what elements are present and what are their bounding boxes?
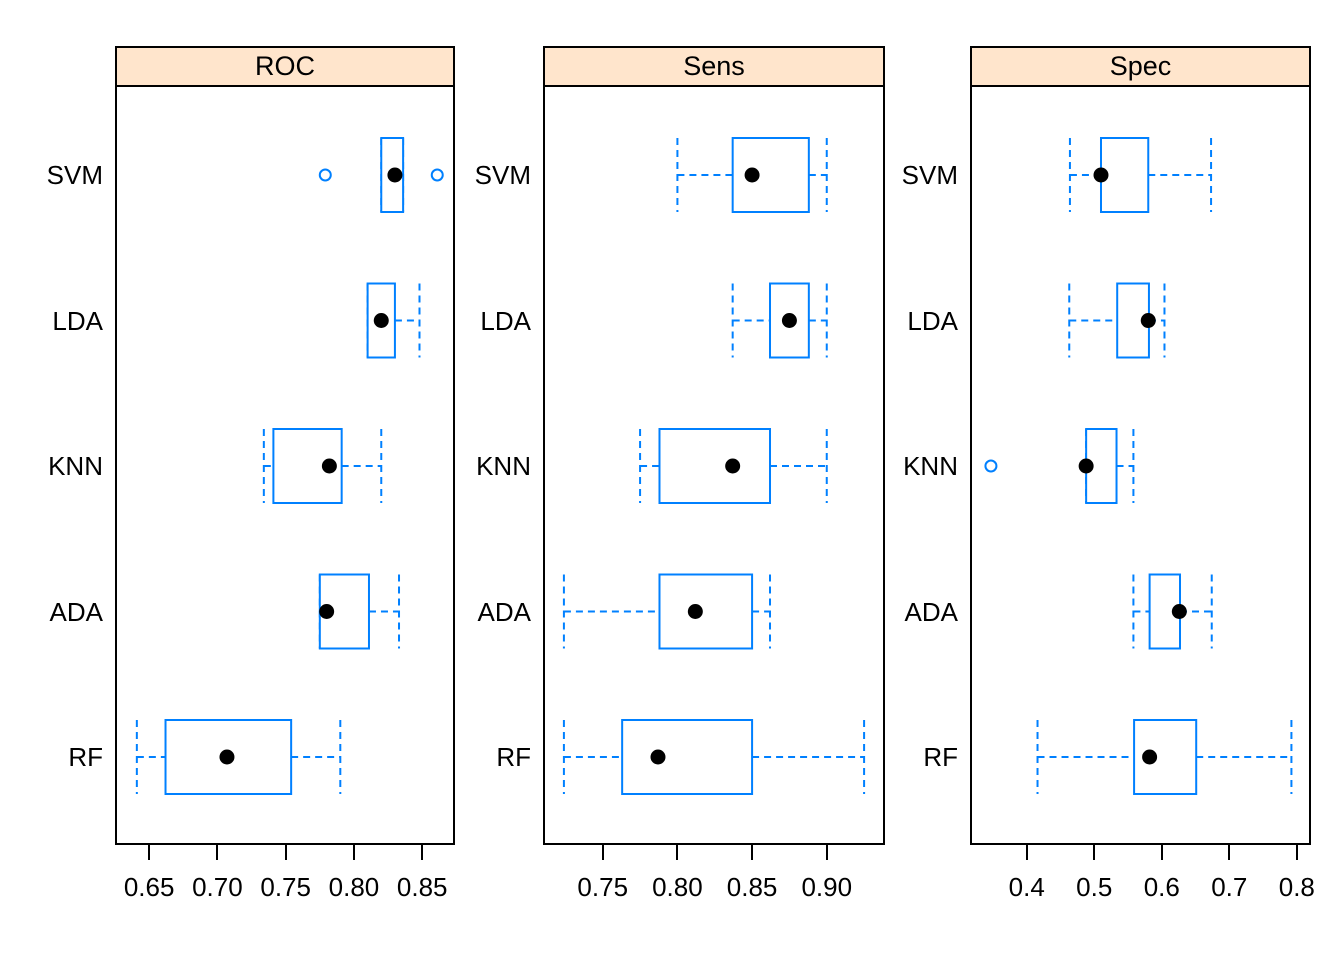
row-label-sens-svm: SVM <box>474 160 531 190</box>
box-sens-svm <box>731 137 810 213</box>
panel-plot-roc <box>115 85 455 845</box>
tick-mark-spec-0.4 <box>1025 845 1028 860</box>
tick-label-spec-0.6: 0.6 <box>1143 872 1180 902</box>
tick-mark-sens-0.75 <box>601 845 604 860</box>
row-label-spec-rf: RF <box>923 742 958 772</box>
median-dot-spec-ada <box>1171 604 1187 619</box>
tick-mark-sens-0.80 <box>676 845 679 860</box>
panel-strip-sens: Sens <box>543 46 885 87</box>
tick-label-spec-0.4: 0.4 <box>1008 872 1045 902</box>
tick-label-roc-0.75: 0.75 <box>260 872 311 902</box>
outlier-roc-svm-1 <box>430 168 444 182</box>
row-label-spec-svm: SVM <box>901 160 958 190</box>
box-sens-knn <box>658 428 772 504</box>
median-dot-sens-ada <box>687 604 703 619</box>
tick-label-spec-0.5: 0.5 <box>1076 872 1113 902</box>
tick-mark-spec-0.7 <box>1228 845 1231 860</box>
row-label-roc-rf: RF <box>68 742 103 772</box>
panel-plot-sens <box>543 85 885 845</box>
tick-mark-roc-0.65 <box>148 845 151 860</box>
median-dot-roc-lda <box>373 313 389 328</box>
median-dot-sens-rf <box>650 749 666 765</box>
row-label-roc-ada: ADA <box>49 596 103 627</box>
panel-border-sens <box>543 85 885 845</box>
row-label-roc-svm: SVM <box>46 160 103 190</box>
tick-mark-roc-0.75 <box>284 845 287 860</box>
tick-label-sens-0.75: 0.75 <box>577 872 629 902</box>
panel-plot-spec <box>970 85 1311 845</box>
tick-mark-spec-0.8 <box>1295 845 1298 860</box>
median-dot-spec-svm <box>1093 167 1109 183</box>
outlier-roc-svm-0 <box>318 168 332 182</box>
tick-label-spec-0.7: 0.7 <box>1211 872 1248 902</box>
median-dot-spec-rf <box>1142 749 1158 765</box>
median-dot-roc-ada <box>319 604 335 619</box>
median-dot-sens-lda <box>781 313 797 328</box>
tick-mark-roc-0.70 <box>216 845 219 860</box>
panel-title-sens: Sens <box>683 51 745 81</box>
panel-border-spec <box>970 85 1311 845</box>
median-dot-sens-svm <box>744 167 760 183</box>
median-dot-spec-lda <box>1140 313 1156 328</box>
tick-label-sens-0.80: 0.80 <box>652 872 703 902</box>
median-dot-sens-knn <box>725 458 741 474</box>
box-spec-svm <box>1099 137 1150 213</box>
median-dot-roc-svm <box>387 167 403 183</box>
row-label-roc-lda: LDA <box>52 305 103 336</box>
tick-mark-roc-0.80 <box>352 845 355 860</box>
tick-label-roc-0.80: 0.80 <box>328 872 380 902</box>
box-sens-rf <box>621 719 754 795</box>
tick-mark-sens-0.90 <box>825 845 828 860</box>
row-label-sens-rf: RF <box>496 742 531 772</box>
panel-strip-roc: ROC <box>115 46 455 87</box>
row-label-spec-lda: LDA <box>907 305 958 336</box>
box-sens-ada <box>658 573 754 650</box>
tick-label-sens-0.85: 0.85 <box>726 872 778 902</box>
row-label-spec-knn: KNN <box>903 451 958 481</box>
median-dot-roc-knn <box>321 458 337 474</box>
outlier-spec-knn-0 <box>984 459 998 473</box>
panel-border-roc <box>115 85 455 845</box>
tick-mark-sens-0.85 <box>751 845 754 860</box>
panel-title-roc: ROC <box>255 51 315 81</box>
tick-mark-spec-0.6 <box>1160 845 1163 860</box>
row-label-sens-ada: ADA <box>477 596 531 627</box>
row-label-spec-ada: ADA <box>904 596 958 627</box>
row-label-sens-lda: LDA <box>480 305 531 336</box>
tick-label-roc-0.70: 0.70 <box>192 872 243 902</box>
median-dot-roc-rf <box>219 749 235 765</box>
panel-strip-spec: Spec <box>970 46 1311 87</box>
tick-label-roc-0.65: 0.65 <box>123 872 175 902</box>
box-roc-ada <box>318 573 370 650</box>
tick-label-sens-0.90: 0.90 <box>801 872 853 902</box>
tick-mark-roc-0.85 <box>421 845 424 860</box>
row-label-sens-knn: KNN <box>476 451 531 481</box>
tick-mark-spec-0.5 <box>1093 845 1096 860</box>
tick-label-roc-0.85: 0.85 <box>396 872 448 902</box>
row-label-roc-knn: KNN <box>48 451 103 481</box>
median-dot-spec-knn <box>1078 458 1094 474</box>
panel-title-spec: Spec <box>1109 51 1172 81</box>
tick-label-spec-0.8: 0.8 <box>1278 872 1315 902</box>
